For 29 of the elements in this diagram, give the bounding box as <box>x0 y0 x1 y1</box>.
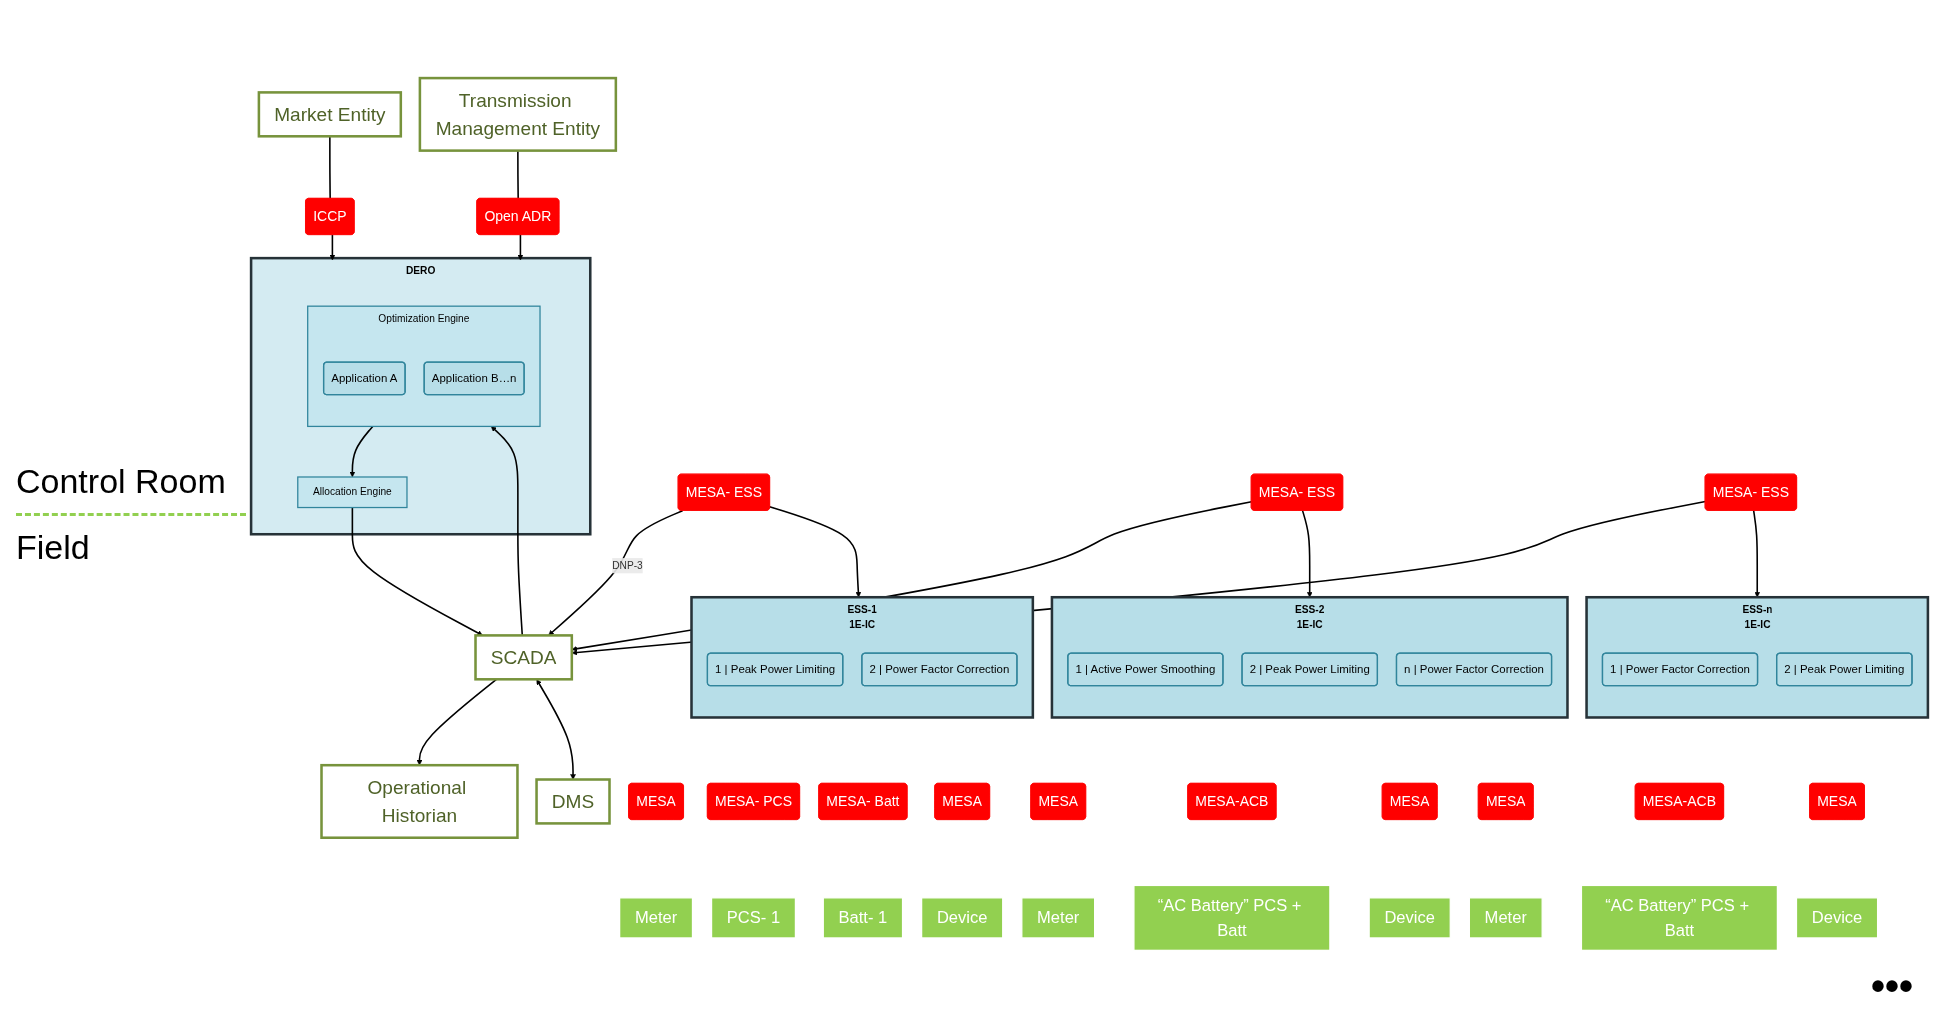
node-box: Meter <box>1468 897 1543 939</box>
node-box: Transmission Management Entity <box>418 77 618 153</box>
node-box: DMS <box>535 778 611 825</box>
node-box: Device <box>1795 897 1879 939</box>
edge-label: DNP-3 <box>612 560 643 572</box>
node-box: Allocation Engine <box>297 476 408 509</box>
arrow <box>517 234 524 261</box>
ellipsis-mark: ••• <box>1871 964 1913 1009</box>
node-box: Device <box>921 897 1004 939</box>
arrow <box>329 234 336 261</box>
connector <box>517 150 519 200</box>
arrow <box>1301 509 1313 598</box>
arrow <box>1752 509 1761 598</box>
node-box: “AC Battery” PCS + Batt <box>1580 885 1779 952</box>
node-box: Market Entity <box>257 91 403 138</box>
arrow <box>548 510 684 636</box>
node-box: Operational Historian <box>320 764 519 840</box>
node-box: “AC Battery” PCS + Batt <box>1133 885 1331 952</box>
node-box: Device <box>1368 897 1451 939</box>
node-box: SCADA <box>474 634 574 681</box>
area-label: Field <box>16 528 91 567</box>
node-box: Meter <box>1021 897 1096 939</box>
node-box: PCS- 1 <box>710 897 797 939</box>
node-box: Batt- 1 <box>822 897 904 939</box>
node-box: Meter <box>619 897 694 939</box>
arrow <box>768 506 862 598</box>
arrow <box>349 425 374 478</box>
area-label: Control Room <box>16 462 227 501</box>
arrow <box>351 507 483 636</box>
